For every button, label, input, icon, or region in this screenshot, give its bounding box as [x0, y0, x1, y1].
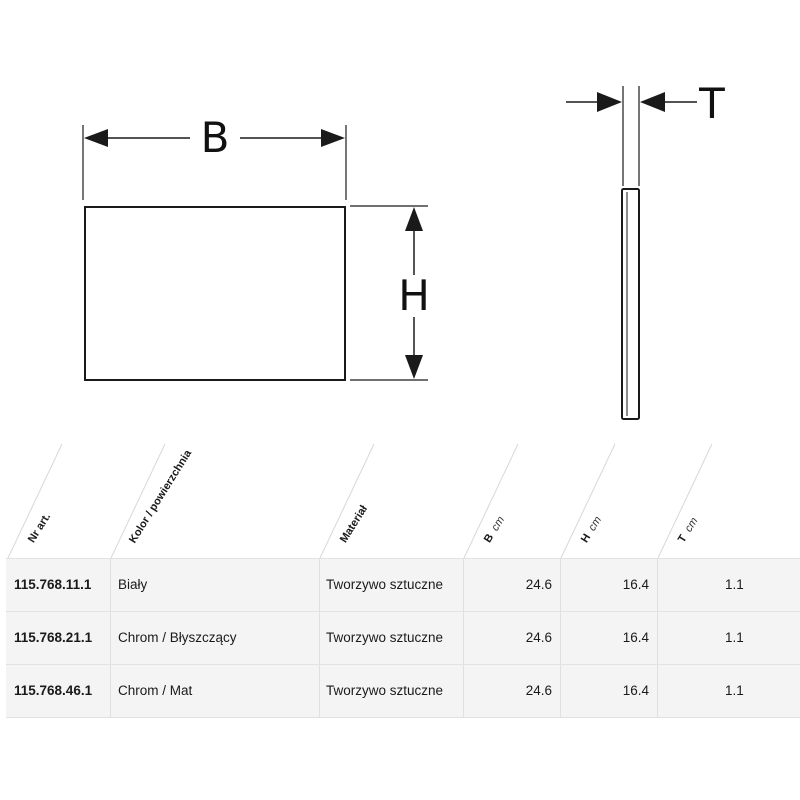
height-cell: 16.4	[561, 612, 658, 664]
dimension-drawing: B H T	[82, 79, 725, 420]
color-cell: Chrom / Mat	[111, 665, 320, 717]
color-cell: Chrom / Błyszczący	[111, 612, 320, 664]
material-cell: Tworzywo sztuczne	[320, 665, 464, 717]
table-row: 115.768.46.1 Chrom / Mat Tworzywo sztucz…	[6, 664, 800, 718]
width-cell: 24.6	[464, 559, 561, 611]
table-row: 115.768.11.1 Biały Tworzywo sztuczne 24.…	[6, 558, 800, 611]
material-cell: Tworzywo sztuczne	[320, 612, 464, 664]
material-cell: Tworzywo sztuczne	[320, 559, 464, 611]
article-number: 115.768.46.1	[6, 665, 111, 717]
header-dividers	[7, 443, 713, 558]
thickness-cell: 1.1	[725, 630, 744, 645]
color-cell: Biały	[111, 559, 320, 611]
width-label: B	[201, 113, 230, 162]
thickness-cell: 1.1	[725, 577, 744, 592]
thickness-cell: 1.1	[725, 683, 744, 698]
article-number: 115.768.21.1	[6, 612, 111, 664]
width-cell: 24.6	[464, 665, 561, 717]
article-number: 115.768.11.1	[6, 559, 111, 611]
height-cell: 16.4	[561, 665, 658, 717]
side-view-plate	[621, 188, 640, 420]
spec-table: Nr art. Kolor / powierzchnia Materiał Bc…	[0, 440, 800, 720]
width-dimension: B	[82, 113, 347, 200]
width-cell: 24.6	[464, 612, 561, 664]
height-cell: 16.4	[561, 559, 658, 611]
front-view-plate	[84, 206, 346, 381]
height-label: H	[398, 271, 430, 320]
table-header: Nr art. Kolor / powierzchnia Materiał Bc…	[0, 440, 800, 558]
table-row: 115.768.21.1 Chrom / Błyszczący Tworzywo…	[6, 611, 800, 664]
thickness-dimension: T	[566, 79, 725, 186]
height-dimension: H	[350, 205, 430, 381]
thickness-label: T	[698, 79, 725, 128]
